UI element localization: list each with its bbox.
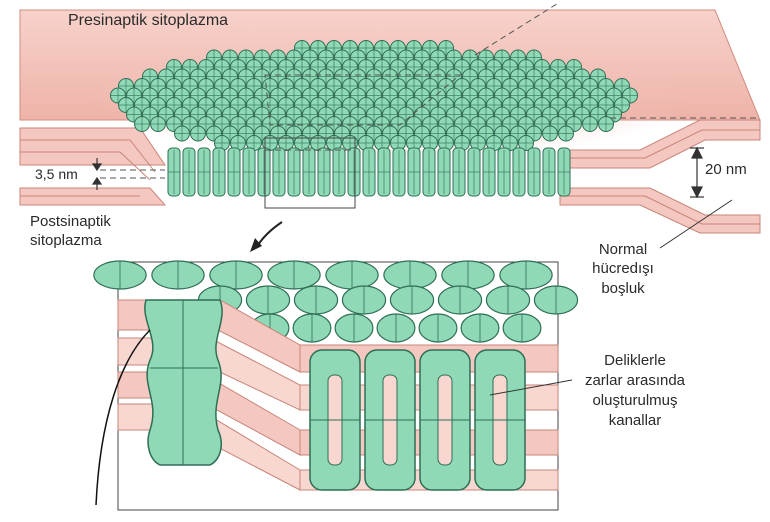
zoom-channel — [475, 350, 525, 490]
zoom-connexon-head — [210, 261, 262, 289]
channel — [408, 148, 420, 196]
label-gap-large: 20 nm — [705, 161, 747, 179]
label-channels-3: oluşturulmuş — [565, 392, 705, 410]
zoom-connexon-head — [326, 261, 378, 289]
connexon-head — [175, 126, 190, 141]
zoom-connexon-head — [461, 314, 499, 342]
label-normal-3: boşluk — [583, 280, 663, 298]
zoom-connexon-head — [342, 286, 385, 314]
channel — [528, 148, 540, 196]
label-gap-small: 3,5 nm — [35, 165, 78, 183]
channel — [183, 148, 195, 196]
channel — [363, 148, 375, 196]
channel — [498, 148, 510, 196]
channel — [333, 148, 345, 196]
zoom-channel — [420, 350, 470, 490]
channel — [543, 148, 555, 196]
channel — [453, 148, 465, 196]
connexon-head — [135, 117, 150, 132]
label-postsynaptic-1: Postsinaptik — [30, 213, 111, 231]
channel — [273, 148, 285, 196]
zoom-arrow — [250, 222, 282, 252]
label-presynaptic: Presinaptik sitoplazma — [68, 12, 228, 30]
zoom-connexon-head — [377, 314, 415, 342]
label-channels-1: Deliklerle — [565, 352, 705, 370]
zoomed-view — [94, 261, 578, 510]
connexon-head — [151, 117, 166, 132]
channel — [378, 148, 390, 196]
channel — [513, 148, 525, 196]
channel — [213, 148, 225, 196]
label-channels-2: zarlar arasında — [565, 372, 705, 390]
zoom-connexon-head — [335, 314, 373, 342]
channel — [558, 148, 570, 196]
connexon-head — [191, 126, 206, 141]
channel — [348, 148, 360, 196]
label-normal-2: hücredışı — [583, 260, 663, 278]
channel — [438, 148, 450, 196]
zoom-connexon-head — [419, 314, 457, 342]
channel — [393, 148, 405, 196]
zoom-channel-left — [145, 300, 222, 465]
zoom-connexon-head — [500, 261, 552, 289]
channel — [243, 148, 255, 196]
connexon-head — [559, 126, 574, 141]
zoom-connexon-head — [534, 286, 577, 314]
zoom-connexon-head — [94, 261, 146, 289]
channel — [303, 148, 315, 196]
zoom-connexon-head — [294, 286, 337, 314]
zoom-channel — [365, 350, 415, 490]
zoom-connexon-head — [384, 261, 436, 289]
zoom-connexon-head — [438, 286, 481, 314]
channel — [228, 148, 240, 196]
channel — [168, 148, 180, 196]
zoom-connexon-head — [390, 286, 433, 314]
zoom-connexon-head — [503, 314, 541, 342]
zoom-connexon-head — [293, 314, 331, 342]
zoom-connexon-head — [486, 286, 529, 314]
channel — [198, 148, 210, 196]
connexon-head — [599, 117, 614, 132]
label-normal-1: Normal — [583, 241, 663, 259]
zoom-channel — [310, 350, 360, 490]
channel-row — [168, 148, 570, 196]
gap-large-marker — [690, 148, 704, 197]
connexon-head — [583, 117, 598, 132]
zoom-connexon-head — [442, 261, 494, 289]
connexon-head — [543, 126, 558, 141]
zoom-connexon-head — [246, 286, 289, 314]
channel — [258, 148, 270, 196]
label-postsynaptic-2: sitoplazma — [30, 232, 102, 250]
channel — [288, 148, 300, 196]
channel — [468, 148, 480, 196]
channel — [423, 148, 435, 196]
zoom-connexon-head — [268, 261, 320, 289]
label-channels-4: kanallar — [565, 412, 705, 430]
zoom-connexon-head — [152, 261, 204, 289]
channel — [483, 148, 495, 196]
channel — [318, 148, 330, 196]
